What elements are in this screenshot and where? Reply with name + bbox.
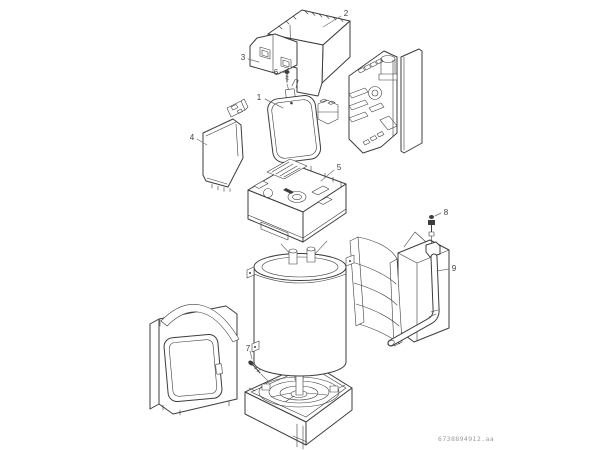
callout-3: 3 (241, 53, 260, 63)
callout-3-label: 3 (241, 53, 246, 62)
callout-7-label: 7 (246, 344, 251, 353)
terminal-block-part (317, 98, 339, 125)
callouts: 1 2 3 4 5 6 7 (190, 9, 457, 360)
screw-6-part (284, 70, 290, 92)
callout-8-label: 8 (444, 208, 449, 217)
callout-2: 2 (322, 9, 349, 28)
chassis-base-part (247, 158, 347, 243)
cover-front-shell-part (249, 33, 298, 75)
callout-9-label: 9 (452, 264, 457, 273)
pipe-part (387, 241, 441, 347)
callout-6-label: 6 (274, 68, 279, 77)
screw-7-part (248, 360, 269, 382)
callout-1: 1 (257, 93, 284, 109)
drawing-number: 6738894912.aa (438, 435, 494, 443)
callout-4-label: 4 (190, 133, 195, 142)
callout-1-label: 1 (257, 93, 262, 102)
callout-8: 8 (434, 208, 449, 217)
fitting-part (428, 215, 435, 244)
callout-2-label: 2 (344, 9, 349, 18)
callout-7: 7 (246, 344, 253, 360)
side-bracket-part (202, 98, 249, 192)
tank-part (246, 246, 355, 377)
control-board-assembly (348, 48, 423, 154)
callout-6: 6 (274, 68, 285, 77)
front-panel-part (267, 79, 322, 163)
callout-5: 5 (320, 163, 342, 182)
callout-4: 4 (190, 133, 208, 146)
callout-5-label: 5 (337, 163, 342, 172)
right-insulation-shell-part (349, 236, 403, 347)
callout-9: 9 (436, 264, 457, 273)
left-shell-part (149, 304, 240, 416)
